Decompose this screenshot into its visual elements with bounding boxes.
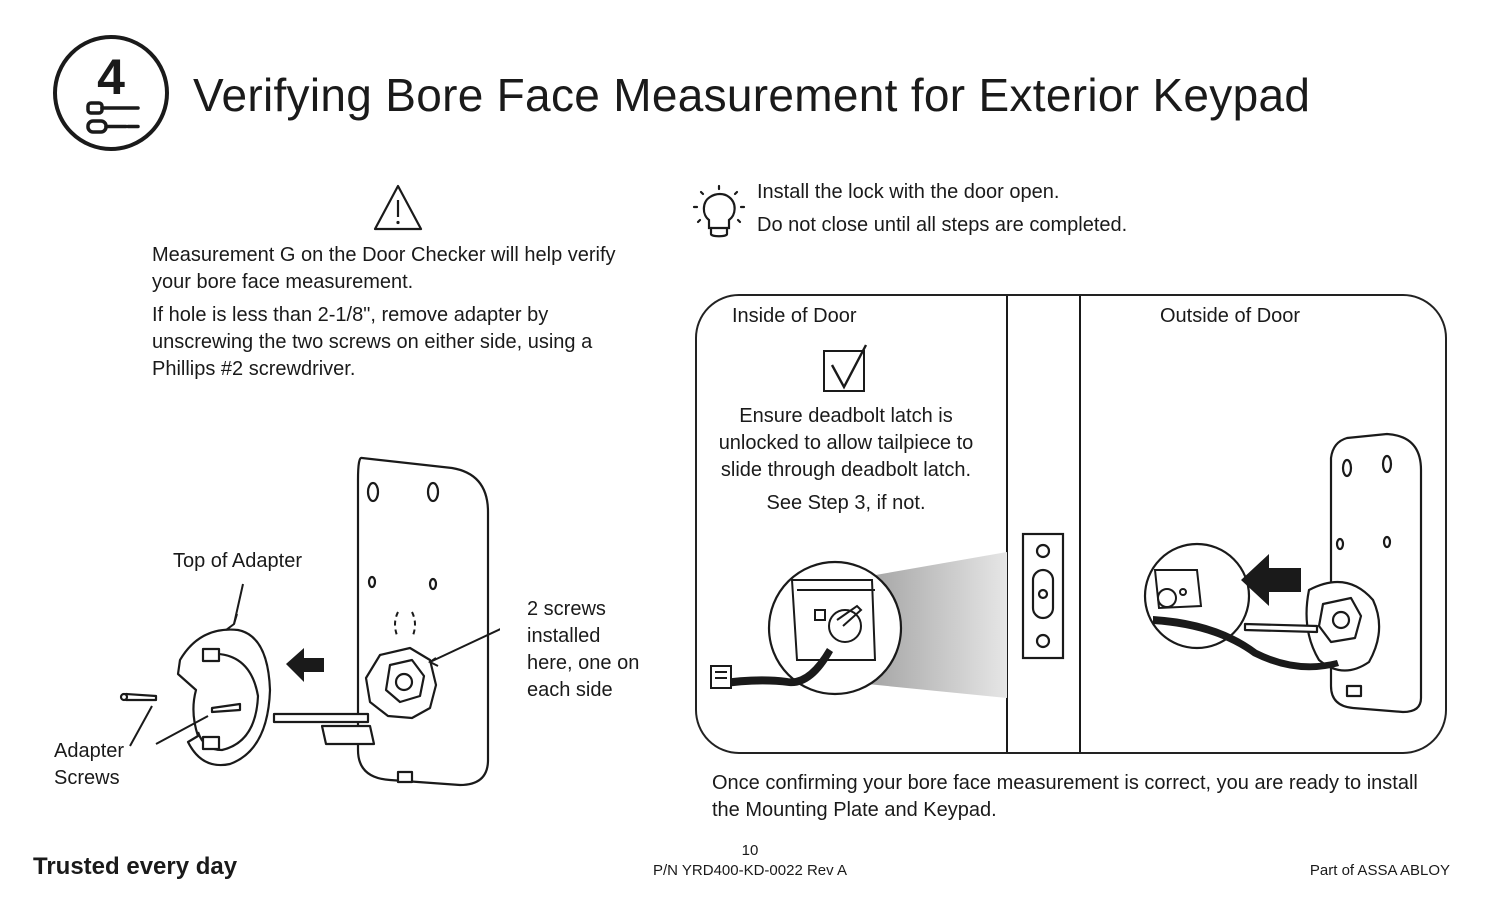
door-edge-line-right: [1079, 296, 1081, 752]
confirmation-text: Once confirming your bore face measureme…: [712, 772, 1418, 821]
instruction-paragraph-2: If hole is less than 2-1/8", remove adap…: [152, 304, 593, 380]
label-two-screws-line-1: 2 screws: [527, 598, 606, 620]
step-badge: 4: [52, 34, 170, 152]
arrow-left-icon: [1241, 554, 1301, 606]
tip-line-2: Do not close until all steps are complet…: [757, 214, 1128, 236]
door-panel: [695, 294, 1447, 754]
label-two-screws-line-4: each side: [527, 679, 613, 701]
label-adapter-screws-line-2: Screws: [54, 767, 120, 789]
label-top-of-adapter: Top of Adapter: [173, 550, 302, 572]
lightbulb-icon: [692, 184, 746, 242]
label-two-screws-line-3: here, one on: [527, 652, 640, 674]
page-title: Verifying Bore Face Measurement for Exte…: [193, 69, 1311, 121]
page-number: 10: [741, 842, 759, 859]
label-two-screws-line-2: installed: [527, 625, 601, 647]
door-illustration: [697, 430, 1445, 752]
part-number: P/N YRD400-KD-0022 Rev A: [653, 862, 847, 879]
adapter-illustration: [100, 450, 500, 790]
step-number: 4: [97, 49, 125, 105]
warning-icon: [372, 183, 424, 233]
footer-brand: Trusted every day: [33, 853, 238, 880]
label-adapter-screws-line-1: Adapter: [54, 740, 125, 762]
left-instructions: Measurement G on the Door Checker will h…: [152, 242, 642, 389]
tip-line-1: Install the lock with the door open.: [757, 181, 1060, 203]
deadbolt-instruction: Ensure deadbolt latch is unlocked to all…: [718, 405, 974, 481]
inside-instructions: Ensure deadbolt latch is unlocked to all…: [700, 403, 992, 523]
inside-of-door-label: Inside of Door: [732, 305, 857, 327]
instruction-paragraph-1: Measurement G on the Door Checker will h…: [152, 244, 616, 293]
checkbox-icon: [822, 343, 870, 395]
company-note: Part of ASSA ABLOY: [1309, 862, 1450, 879]
door-edge-line-left: [1006, 296, 1008, 752]
step-3-note: See Step 3, if not.: [766, 492, 926, 514]
step-tools-icon: [86, 101, 140, 134]
label-two-screws: 2 screws installed here, one on each sid…: [527, 596, 639, 704]
outside-of-door-label: Outside of Door: [1160, 305, 1301, 327]
arrow-left-icon: [286, 648, 324, 682]
label-adapter-screws: Adapter Screws: [54, 738, 124, 792]
